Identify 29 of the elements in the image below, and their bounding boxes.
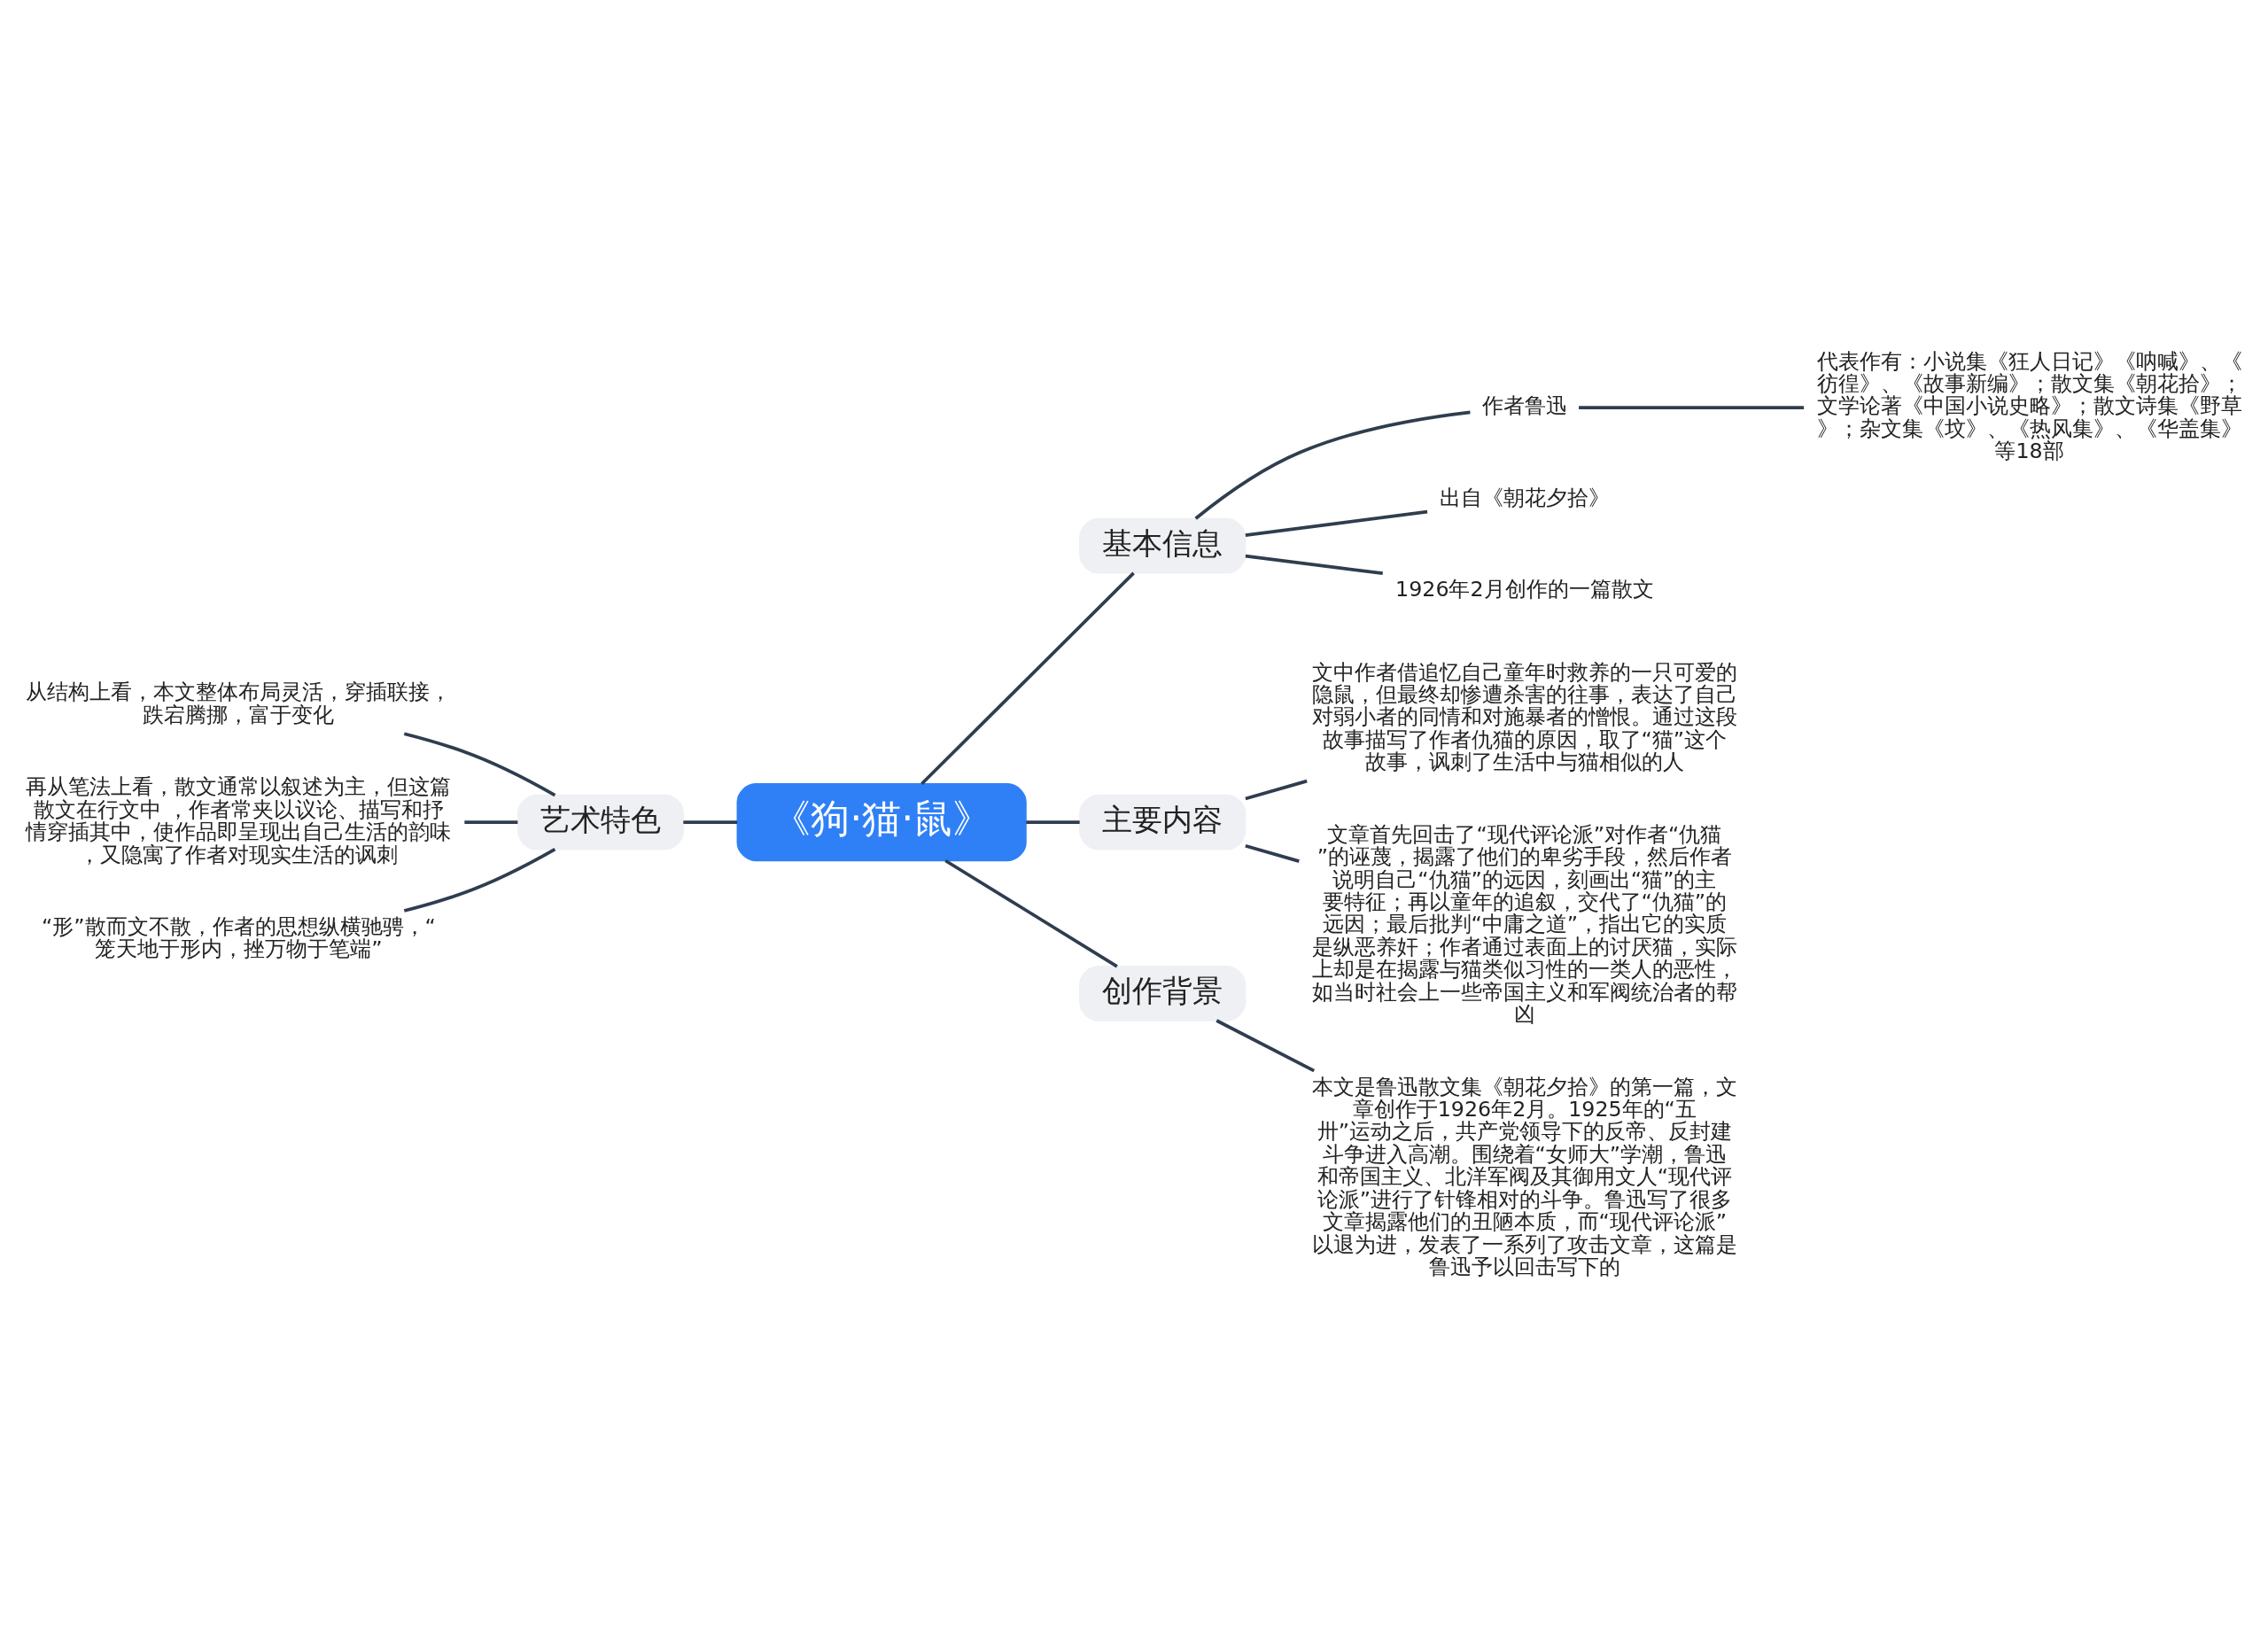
node-text: 文中作者借追忆自己童年时救养的一只可爱的隐鼠，但最终却惨遭杀害的往事，表达了自己对弱小者的同情和对施暴者的憎恨。通过这段故事描写了作者仇猫的原因，取了“猫”这个故事，讽刺了生活中与猫相似的人 <box>1311 659 1737 775</box>
node-text: 本文是鲁迅散文集《朝花夕拾》的第一篇，文章创作于1926年2月。1925年的“五卅”运动之后，共产党领导下的反帝、反封建斗争进入高潮。围绕着“女师大”学潮，鲁迅和帝国主义、北洋军阀及其御用文人“现代评论派”进行了针锋相对的斗争。鲁迅写了很多文章揭露他们的丑陋本质，而“现代评论派”以退为进，发表了一系列了攻击文章，这篇是鲁迅予以回击写下的 <box>1311 1074 1737 1279</box>
connector <box>944 858 1118 968</box>
connector <box>403 732 556 797</box>
connector <box>1245 779 1308 801</box>
connector <box>1245 509 1428 538</box>
node-text: 文章首先回击了“现代评论派”对作者“仇猫”的诬蔑，揭露了他们的卑劣手段，然后作者说明自己“仇猫”的远因，刻画出“猫”的主要特征；再以童年的追叙，交代了“仇猫”的远因；最后批判“中庸之道”，指出它的实质是纵恶养奸；作者通过表面上的讨厌猫，实际上却是在揭露与猫类似习性的一类人的恶性，如当时社会上一些帝国主义和军阀统治者的帮凶 <box>1311 821 1737 1028</box>
node-text: 再从笔法上看，散文通常以叙述为主，但这篇散文在行文中 ，作者常夹以议论、描写和抒情穿插其中，使作品即呈现出自己生活的韵味，又隐寓了作者对现实生活的讽刺 <box>26 774 452 867</box>
node-box: 创作背景 <box>1079 966 1247 1021</box>
connector <box>683 820 738 824</box>
connector <box>1245 843 1300 863</box>
node-box: 《狗·猫·鼠》 <box>736 783 1027 862</box>
node-text: 从结构上看，本文整体布局灵活，穿插联接，跌宕腾挪，富于变化 <box>26 680 452 727</box>
node-box: 基本信息 <box>1079 517 1247 574</box>
node-text: “形”散而文不散，作者的思想纵横驰骋，“笼天地于形内，挫万物于笔端” <box>41 913 436 962</box>
node-box: 艺术特色 <box>517 794 685 850</box>
connector <box>1194 410 1471 520</box>
node-text: 1926年2月创作的一篇散文 <box>1395 577 1654 602</box>
node-text: 代表作有：小说集《狂人日记》《呐喊》、《彷徨》、《故事新编》；散文集《朝花拾》；文学论著《中国小说史略》；散文诗集《野草》；杂文集《坟》、《热风集》、《华盖集》等18部 <box>1816 348 2242 464</box>
node-text: 作者鲁迅 <box>1481 393 1567 419</box>
connector <box>1216 1019 1316 1073</box>
connector <box>403 848 556 913</box>
connector <box>920 571 1135 786</box>
connector <box>1245 554 1383 575</box>
connector <box>1026 820 1080 824</box>
connector <box>464 820 518 824</box>
connector <box>1579 406 1805 409</box>
node-text: 出自《朝花夕拾》 <box>1439 485 1610 510</box>
node-box: 主要内容 <box>1079 794 1247 850</box>
